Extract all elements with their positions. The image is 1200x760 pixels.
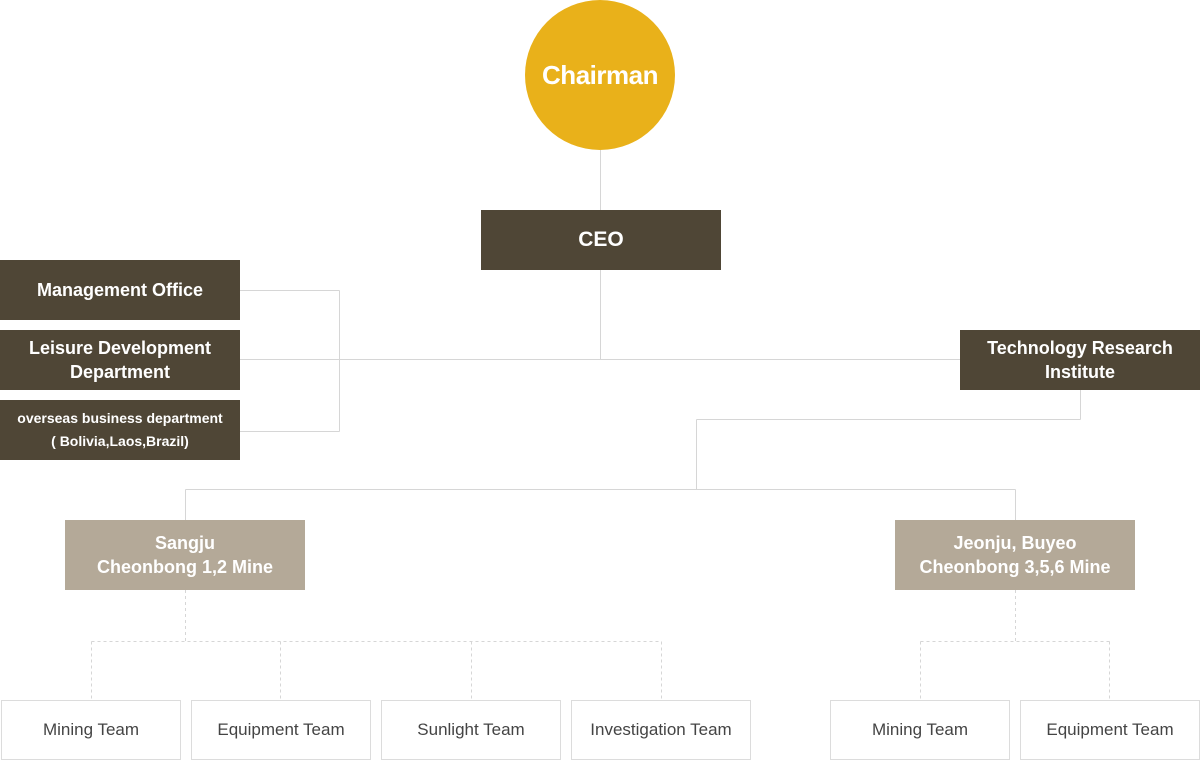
mine-jeonju-label-line2: Cheonbong 3,5,6 Mine: [919, 557, 1111, 577]
technology-research-label-line1: Technology Research: [987, 338, 1173, 358]
team-label: Mining Team: [871, 720, 969, 739]
leisure-development-label-line2: Department: [69, 362, 171, 382]
mine-sangju-label-line2: Cheonbong 1,2 Mine: [96, 557, 273, 577]
team-node: Equipment Team: [1020, 700, 1200, 760]
team-label: Mining Team: [42, 720, 140, 739]
team-node: Mining Team: [1, 700, 181, 760]
technology-research-node: Technology Research Institute: [960, 330, 1200, 390]
ceo-label: CEO: [578, 228, 624, 251]
team-node: Investigation Team: [571, 700, 751, 760]
mine-sangju-node: Sangju Cheonbong 1,2 Mine: [65, 520, 305, 590]
management-office-node: Management Office: [0, 260, 240, 320]
management-office-label: Management Office: [36, 280, 204, 300]
team-label: Equipment Team: [1046, 720, 1174, 739]
mine-jeonju-node: Jeonju, Buyeo Cheonbong 3,5,6 Mine: [895, 520, 1135, 590]
ceo-node: CEO: [481, 210, 721, 270]
team-node: Mining Team: [830, 700, 1010, 760]
team-label: Equipment Team: [217, 720, 345, 739]
team-label: Investigation Team: [590, 720, 732, 739]
team-node: Sunlight Team: [381, 700, 561, 760]
overseas-business-label-line1: overseas business department: [17, 410, 223, 426]
overseas-business-node: overseas business department ( Bolivia,L…: [0, 400, 240, 460]
leisure-development-node: Leisure Development Department: [0, 330, 240, 390]
team-node: Equipment Team: [191, 700, 371, 760]
technology-research-label-line2: Institute: [1045, 362, 1115, 382]
team-label: Sunlight Team: [417, 720, 525, 739]
mine-jeonju-label-line1: Jeonju, Buyeo: [953, 533, 1077, 553]
mine-sangju-label-line1: Sangju: [154, 533, 215, 553]
chairman-label: Chairman: [542, 59, 658, 90]
leisure-development-label-line1: Leisure Development: [28, 338, 212, 358]
chairman-node: Chairman: [525, 0, 675, 150]
overseas-business-label-line2: ( Bolivia,Laos,Brazil): [51, 433, 189, 449]
